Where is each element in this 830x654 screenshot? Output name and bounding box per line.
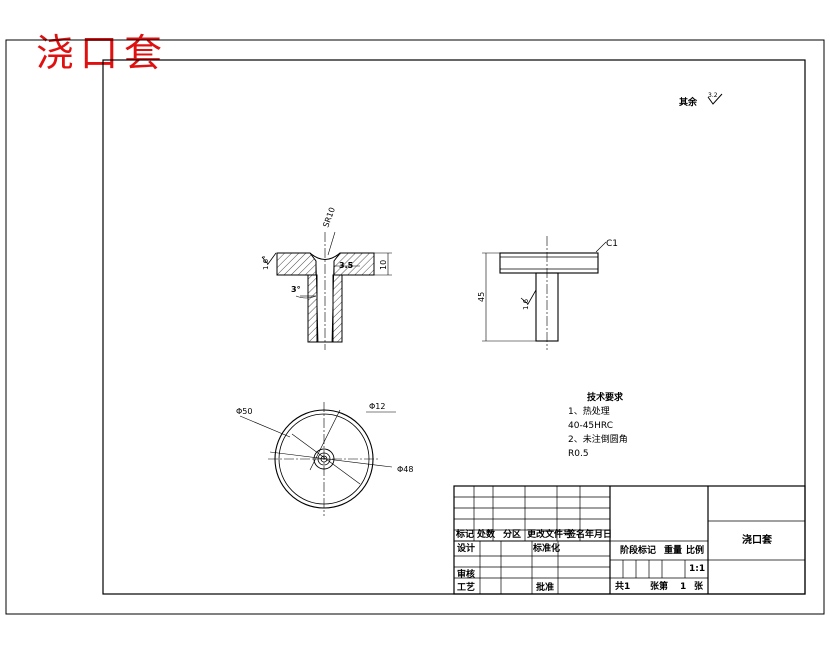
finish-stem: 1.6	[522, 298, 530, 310]
dim-outer-diameter: Φ50	[236, 407, 252, 416]
dim-total-height: 45	[477, 292, 486, 302]
section-view: 10 3.5 SR10 1.6° 3°	[261, 206, 392, 350]
dim-flange-height: 10	[379, 260, 388, 270]
outer-border	[5, 39, 825, 615]
tb-review: 审核	[457, 568, 475, 580]
tb-count: 处数	[476, 528, 496, 540]
dim-sphere-radius: SR10	[321, 206, 337, 229]
tb-part-name: 浇口套	[742, 533, 773, 546]
side-flange	[499, 252, 599, 274]
tech-line-2: 40-45HRC	[568, 421, 613, 431]
chamfer-note: C1	[606, 239, 618, 249]
tb-stage: 阶段标记	[620, 544, 656, 556]
tb-zone: 分区	[503, 528, 521, 540]
title-block-text: 标记 处数 分区 更改文件号 签名 年月日 设计 标准化 审核 工艺 批准 阶段…	[455, 528, 773, 593]
section-stem-right	[332, 274, 343, 343]
dim-channel-width: 3.5	[339, 261, 354, 270]
tech-line-1: 1、热处理	[568, 405, 610, 417]
section-hatch-left	[276, 252, 317, 276]
tb-mark: 标记	[455, 528, 474, 540]
tb-scale-label: 比例	[686, 544, 704, 556]
tb-approve: 批准	[536, 581, 554, 593]
tb-process: 工艺	[457, 581, 475, 593]
section-stem-left	[307, 274, 318, 343]
surface-finish-value: 3.2	[708, 92, 718, 99]
tb-sheets: 共1	[615, 580, 630, 592]
side-view: 45 C1 1.6	[477, 236, 618, 350]
tb-date: 年月日	[585, 528, 612, 540]
tb-scale: 1:1	[689, 564, 705, 574]
tb-sheet: 张第	[650, 580, 668, 592]
tb-sign: 签名	[566, 528, 585, 540]
technical-requirements: 技术要求 1、热处理 40-45HRC 2、未注倒圆角 R0.5	[568, 391, 628, 459]
tb-standard: 标准化	[532, 542, 560, 554]
top-view: Φ50 Φ12 Φ48	[236, 402, 413, 516]
dim-mid-diameter: Φ48	[397, 465, 413, 474]
roughness-symbol-icon	[707, 93, 723, 105]
finish-top-left: 1.6°	[262, 255, 270, 270]
tb-design: 设计	[457, 542, 475, 554]
tb-sheet-unit: 张	[694, 580, 704, 592]
tb-change-doc: 更改文件号	[527, 528, 572, 540]
tb-sheet-no: 1	[680, 582, 686, 592]
dim-taper-angle: 3°	[291, 285, 301, 294]
dim-inner-diameter: Φ12	[369, 402, 385, 411]
surface-finish-label: 其余	[679, 96, 698, 108]
tech-line-3: 2、未注倒圆角	[568, 433, 628, 445]
tech-heading: 技术要求	[587, 391, 624, 403]
title-block	[453, 485, 806, 595]
tech-line-4: R0.5	[568, 449, 589, 459]
tb-weight: 重量	[664, 544, 682, 556]
